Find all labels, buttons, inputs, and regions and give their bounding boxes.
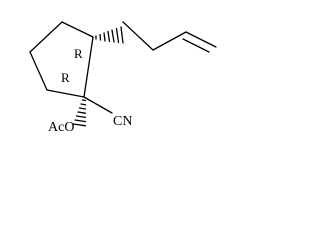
hashed-wedge-allyl bbox=[95, 26, 124, 44]
allyl-chain bbox=[122, 21, 217, 53]
nitrile-bond bbox=[83, 96, 113, 114]
ring-bond-c1-c2 bbox=[83, 36, 94, 98]
allyl-double-bond-outer bbox=[185, 31, 217, 48]
hashed-wedge-acetoxy bbox=[72, 99, 87, 127]
ring-bond-c4-c5 bbox=[29, 51, 48, 91]
allyl-single-bond-1 bbox=[122, 21, 154, 51]
stereo-descriptor-c1: R bbox=[61, 70, 70, 85]
cyclopentane-ring bbox=[29, 21, 94, 98]
nitrile-label: CN bbox=[113, 114, 132, 129]
ring-bond-c2-c3 bbox=[61, 21, 94, 38]
allyl-double-bond-inner bbox=[182, 38, 210, 53]
ring-bond-c3-c4 bbox=[29, 21, 63, 53]
ring-bond-c5-c1 bbox=[46, 89, 85, 98]
allyl-single-bond-2 bbox=[152, 31, 187, 51]
acetoxy-label: AcO bbox=[48, 120, 74, 135]
structure-diagram: CN AcO R R bbox=[29, 21, 217, 135]
stereo-descriptor-c2: R bbox=[74, 46, 83, 61]
